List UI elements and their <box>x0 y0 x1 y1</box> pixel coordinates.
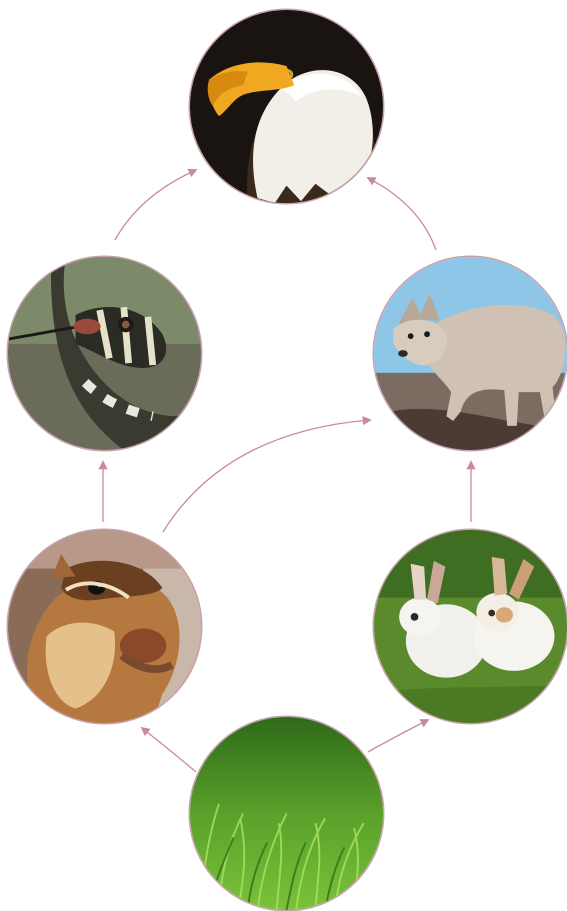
rabbit-node <box>374 530 567 723</box>
arrow-fox-to-eagle <box>368 178 436 250</box>
chipmunk-node <box>8 530 201 723</box>
arrow-grass-to-chipmunk <box>142 728 196 772</box>
arrow-grass-to-rabbit <box>368 720 428 752</box>
fox-node <box>374 257 567 450</box>
chipmunk-picture <box>8 530 201 723</box>
eagle-picture <box>190 10 383 203</box>
snake-node <box>8 257 201 450</box>
snake-picture <box>8 257 201 450</box>
fox-picture <box>374 257 567 450</box>
arrow-chipmunk-to-fox <box>163 420 370 532</box>
eagle-node <box>190 10 383 203</box>
grass-picture <box>190 717 383 910</box>
grass-node <box>190 717 383 910</box>
arrow-snake-to-eagle <box>115 170 196 240</box>
rabbit-picture <box>374 530 567 723</box>
